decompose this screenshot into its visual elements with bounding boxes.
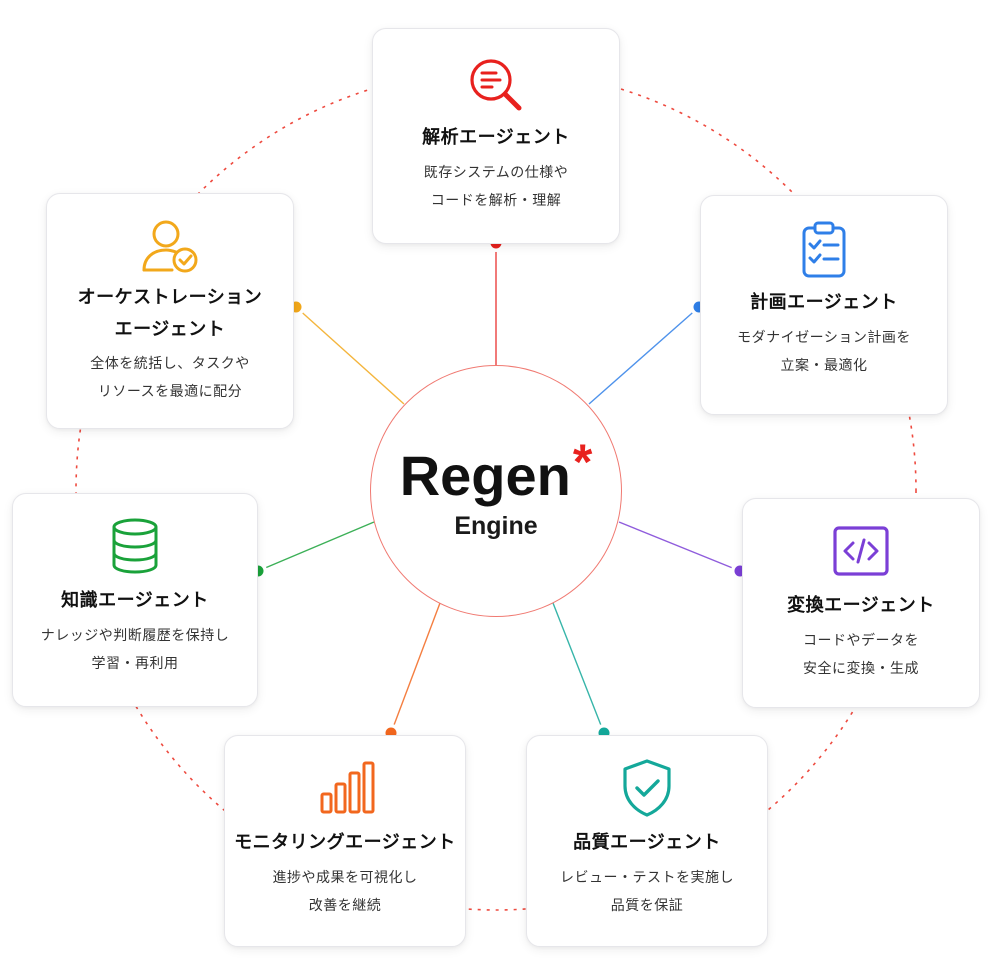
magnifier-icon <box>470 59 522 111</box>
agent-description: レビュー・テストを実施し 品質を保証 <box>560 870 734 914</box>
regen-engine-core: Regen* Engine <box>370 365 622 617</box>
agent-title: 知識エージェント <box>61 590 209 611</box>
agent-card-planning: 計画エージェント モダナイゼーション計画を 立案・最適化 <box>700 195 948 415</box>
connector-line-conversion <box>618 521 741 572</box>
agent-description: モダナイゼーション計画を 立案・最適化 <box>737 330 911 374</box>
connector-line-monitoring <box>390 602 441 734</box>
asterisk-mark: * <box>572 434 593 490</box>
connector-line-planning <box>588 306 700 405</box>
agent-description: コードやデータを 安全に変換・生成 <box>803 633 919 677</box>
agent-title: モニタリングエージェント <box>234 832 456 853</box>
user-check-icon <box>142 220 198 273</box>
agent-description: ナレッジや判断履歴を保持し 学習・再利用 <box>40 628 230 672</box>
connector-line-quality <box>552 602 605 734</box>
code-icon <box>833 526 889 576</box>
agent-card-quality: 品質エージェント レビュー・テストを実施し 品質を保証 <box>526 735 768 947</box>
agent-description: 全体を統括し、タスクや リソースを最適に配分 <box>90 356 250 400</box>
shield-check-icon <box>623 759 671 817</box>
agent-title: 計画エージェント <box>750 292 898 313</box>
regen-logo: Regen* <box>371 434 621 508</box>
engine-label: Engine <box>454 512 538 540</box>
agent-title: 品質エージェント <box>573 832 721 853</box>
agent-card-monitoring: モニタリングエージェント 進捗や成果を可視化し 改善を継続 <box>224 735 466 947</box>
agent-description: 進捗や成果を可視化し 改善を継続 <box>272 870 418 914</box>
agent-title: オーケストレーション エージェント <box>77 287 263 340</box>
connector-line-orchestration <box>295 306 405 405</box>
connector-line-knowledge <box>257 521 375 572</box>
database-icon <box>112 518 158 574</box>
clipboard-check-icon <box>802 221 846 278</box>
agent-description: 既存システムの仕様や コードを解析・理解 <box>423 165 569 209</box>
agent-card-orchestration: オーケストレーション エージェント 全体を統括し、タスクや リソースを最適に配分 <box>46 193 294 429</box>
agent-title: 解析エージェント <box>422 127 570 148</box>
bar-chart-icon <box>320 761 375 814</box>
regen-logo-text: Regen <box>399 444 571 507</box>
agent-card-analysis: 解析エージェント 既存システムの仕様や コードを解析・理解 <box>372 28 620 244</box>
outer-ring <box>75 69 917 911</box>
agent-title: 変換エージェント <box>787 595 935 616</box>
agent-card-knowledge: 知識エージェント ナレッジや判断履歴を保持し 学習・再利用 <box>12 493 258 707</box>
agent-card-conversion: 変換エージェント コードやデータを 安全に変換・生成 <box>742 498 980 708</box>
